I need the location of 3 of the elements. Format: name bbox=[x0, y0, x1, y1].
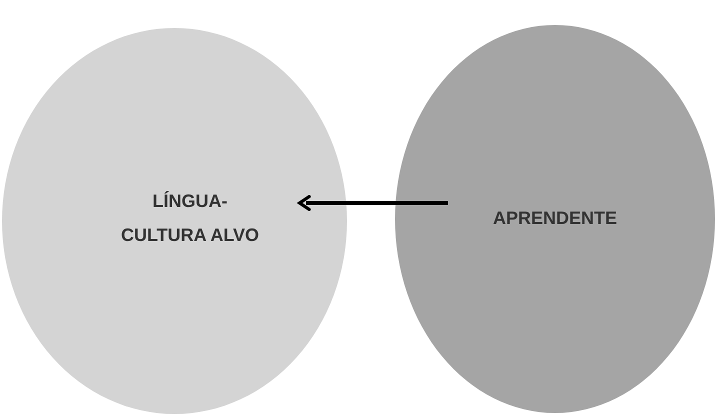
node-label: APRENDENTE bbox=[492, 206, 618, 230]
node-label: LÍNGUA-CULTURA ALVO bbox=[120, 190, 260, 247]
arrow bbox=[298, 195, 448, 211]
